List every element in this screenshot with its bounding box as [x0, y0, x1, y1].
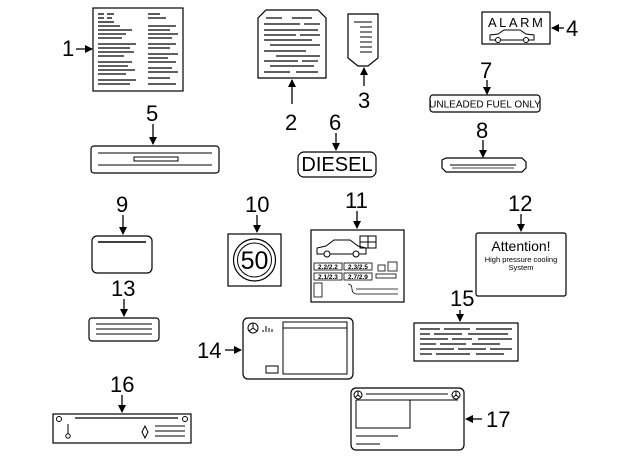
strip-label-13: [88, 317, 160, 342]
diesel-label-text: DIESEL: [301, 154, 372, 176]
callout-9: 9: [116, 192, 128, 235]
alarm-label-text: ALARM: [488, 15, 545, 30]
callout-10-number: 10: [245, 192, 269, 217]
callout-5-number: 5: [146, 101, 158, 126]
fluid-icon: [141, 424, 149, 440]
strip-label-5: [90, 145, 220, 174]
callout-14: 14: [197, 338, 242, 363]
star-logo-icon: [451, 390, 461, 400]
callout-16-number: 16: [110, 372, 134, 397]
tire-pressure-r2c1: 2.1/2.3: [318, 274, 338, 281]
callout-6-number: 6: [329, 110, 341, 135]
callout-4-number: 4: [566, 16, 578, 41]
diesel-label: DIESEL: [297, 151, 377, 178]
callout-2-number: 2: [285, 110, 297, 135]
attention-line-2: System: [508, 263, 533, 272]
callout-12-number: 12: [508, 191, 532, 216]
tire-pressure-r1c1: 2.2/2.2: [318, 264, 338, 271]
speed-limit-label: 50: [227, 233, 282, 287]
callout-13-number: 13: [111, 276, 135, 301]
info-label-17: [350, 387, 465, 451]
car-icon: [316, 235, 377, 258]
callout-7-number: 7: [480, 58, 492, 83]
tag-label-3: [347, 13, 379, 67]
callout-13: 13: [111, 276, 135, 317]
unleaded-fuel-label: UNLEADED FUEL ONLY: [429, 94, 541, 113]
callout-2: 2: [285, 79, 297, 135]
car-icon: [489, 29, 535, 43]
callout-3: 3: [358, 67, 370, 113]
callout-11-number: 11: [345, 188, 368, 213]
plain-label-9: [91, 235, 153, 274]
unleaded-fuel-text: UNLEADED FUEL ONLY: [429, 100, 541, 111]
thermometer-icon: [65, 424, 71, 439]
attention-label: Attention! High pressure cooling System: [475, 232, 567, 297]
info-label-16: [52, 413, 192, 444]
info-label-15: [413, 322, 519, 362]
tire-pressure-label: 2.2/2.2 2.3/2.5 2.1/2.3 2.7/2.9: [310, 229, 405, 303]
callout-17: 17: [465, 407, 510, 432]
sill-plate-label-8: [441, 157, 527, 173]
star-logo-icon: [247, 322, 259, 334]
callout-8: 8: [476, 118, 488, 158]
callout-1: 1: [62, 36, 93, 61]
label-sheet-2: [257, 9, 327, 79]
callout-4: 4: [551, 16, 578, 41]
attention-title: Attention!: [491, 238, 550, 254]
callout-15-number: 15: [450, 286, 474, 311]
callout-16: 16: [110, 372, 134, 413]
callout-14-number: 14: [197, 338, 221, 363]
tire-pressure-r2c2: 2.7/2.9: [348, 274, 368, 281]
speed-limit-value: 50: [241, 247, 269, 275]
callout-5: 5: [146, 101, 158, 145]
info-label-14: [242, 317, 354, 380]
callout-1-number: 1: [62, 36, 74, 61]
alarm-label: ALARM: [481, 11, 551, 45]
tire-pressure-r1c2: 2.3/2.5: [348, 264, 368, 271]
label-sheet-1: [92, 7, 184, 92]
callout-10: 10: [245, 192, 269, 233]
callout-6: 6: [329, 110, 341, 151]
callout-3-number: 3: [358, 88, 370, 113]
star-logo-icon: [353, 390, 363, 400]
callout-15: 15: [450, 286, 474, 322]
callout-11: 11: [345, 188, 368, 229]
callout-8-number: 8: [476, 118, 488, 143]
tire-pressure-table: 2.2/2.2 2.3/2.5 2.1/2.3 2.7/2.9: [313, 261, 398, 298]
attention-line-1: High pressure cooling: [485, 255, 558, 264]
callout-17-number: 17: [486, 407, 510, 432]
callout-12: 12: [508, 191, 532, 232]
callout-7: 7: [480, 58, 492, 95]
callout-9-number: 9: [116, 192, 128, 217]
